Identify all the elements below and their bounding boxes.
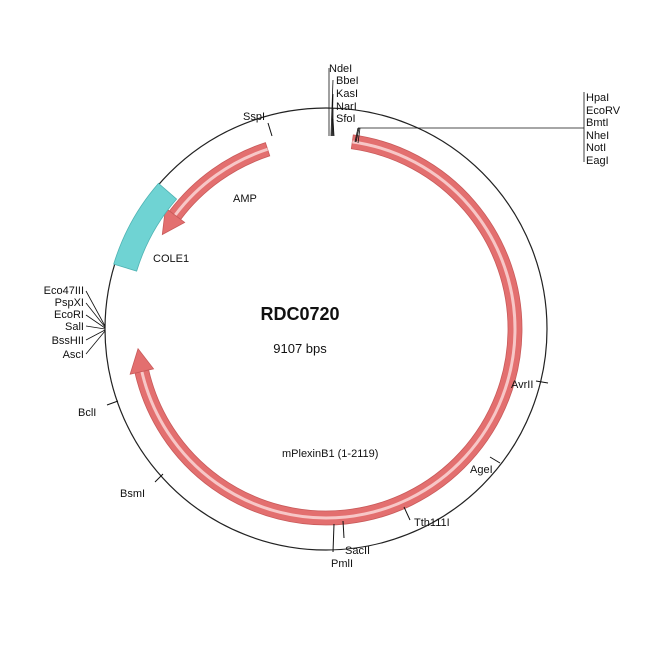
site-label-noti: NotI (586, 142, 606, 154)
feature-label-mplexinb1: mPlexinB1 (1-2119) (282, 448, 378, 460)
plasmid-size: 9107 bps (273, 341, 327, 356)
site-label-avrii: AvrII (511, 379, 533, 391)
site-group-agei: AgeI (470, 456, 501, 476)
site-label-sacii: SacII (345, 545, 370, 557)
site-label-bcli: BclI (78, 407, 96, 419)
site-label-bsshii: BssHII (52, 335, 84, 347)
site-label-asci: AscI (63, 349, 84, 361)
site-label-sspi: SspI (243, 111, 265, 123)
feature-amp (161, 142, 271, 236)
feature-cole1 (113, 182, 178, 272)
site-label-eco47iii: Eco47III (44, 285, 84, 297)
site-group-bottom: SacII PmlI (331, 520, 370, 570)
site-label-bsmi: BsmI (120, 488, 145, 500)
site-group-bcli: BclI (78, 400, 119, 419)
site-group-tth111i: Tth111I (403, 506, 450, 529)
site-label-pspxi: PspXI (55, 297, 84, 309)
plasmid-backbone (104, 107, 548, 551)
site-label-pmli: PmlI (331, 558, 353, 570)
site-label-sali: SalI (65, 321, 84, 333)
site-label-tth111i: Tth111I (414, 517, 450, 529)
site-label-nari: NarI (336, 101, 357, 113)
feature-label-cole1: COLE1 (153, 253, 189, 265)
site-group-top-right: HpaI EcoRV BmtI NheI NotI EagI (354, 92, 621, 167)
site-group-sspi: SspI (243, 111, 273, 137)
site-label-eagi: EagI (586, 155, 609, 167)
site-label-hpai: HpaI (586, 92, 609, 104)
site-label-ndei: NdeI (329, 63, 352, 75)
plasmid-name: RDC0720 (260, 304, 339, 324)
feature-label-amp: AMP (233, 193, 257, 205)
site-group-left: Eco47III PspXI EcoRI SalI BssHII AscI (44, 285, 106, 361)
site-label-ecorv: EcoRV (586, 105, 621, 117)
site-group-avrii: AvrII (511, 379, 549, 391)
site-label-bmti: BmtI (586, 117, 609, 129)
site-label-bbei: BbeI (336, 75, 359, 87)
site-group-top: NdeI BbeI KasI NarI SfoI (328, 63, 359, 137)
site-label-nhei: NheI (586, 130, 609, 142)
restriction-sites: NdeI BbeI KasI NarI SfoI HpaI EcoRV BmtI… (44, 63, 621, 570)
feature-mplexinb1 (129, 134, 523, 526)
feature-layer (113, 134, 523, 526)
site-label-ecori: EcoRI (54, 309, 84, 321)
site-group-bsmi: BsmI (120, 473, 164, 500)
site-label-sfoi: SfoI (336, 113, 356, 125)
site-label-agei: AgeI (470, 464, 493, 476)
site-label-kasi: KasI (336, 88, 358, 100)
